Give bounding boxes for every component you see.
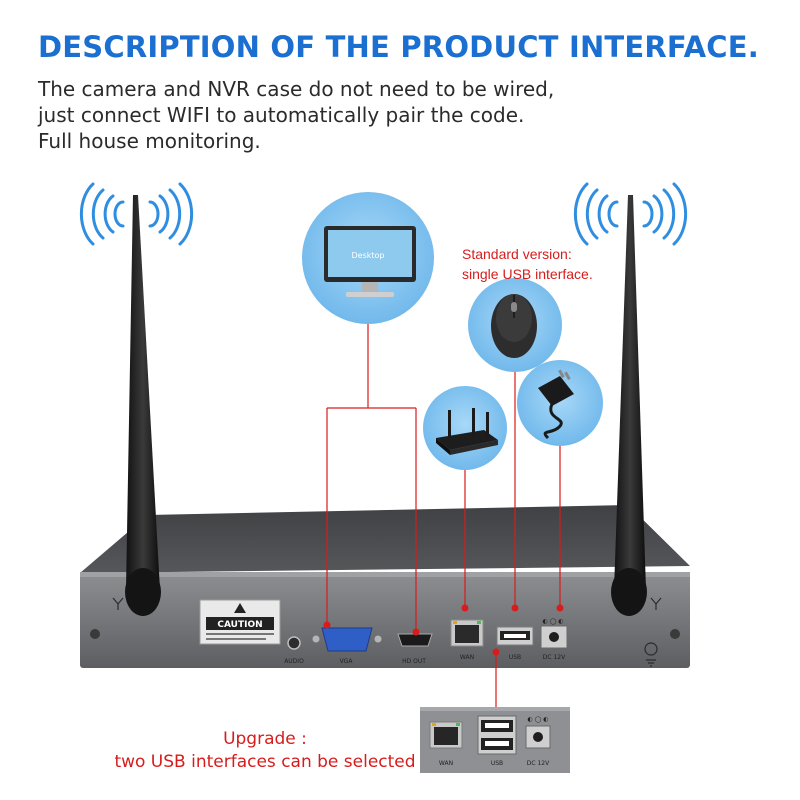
wan-port: WAN [450,619,484,661]
connection-dots [323,604,564,726]
nvr-top [80,505,690,573]
page-title: DESCRIPTION OF THE PRODUCT INTERFACE. [38,30,759,64]
inset-wan-label: WAN [439,760,453,767]
upgrade-note: Upgrade : two USB interfaces can be sele… [100,728,430,774]
description-line: just connect WIFI to automatically pair … [38,103,525,127]
hdout-port-label: HD OUT [402,658,426,665]
vga-port: VGA [312,627,382,665]
inset-dc-label: DC 12V [527,760,550,767]
wan-port-label: WAN [460,654,474,661]
caution-sticker: CAUTION [199,599,281,645]
nvr-front-panel: CAUTION AUDIO VGA HD OUT WAN [80,572,690,668]
inset-usb-label: USB [491,760,503,767]
power-adapter-bubble [517,360,603,446]
description-line: The camera and NVR case do not need to b… [38,77,555,101]
monitor-icon: Desktop [324,226,416,297]
mouse-icon [491,294,537,358]
upgrade-note-line: Upgrade : [223,729,307,749]
screw-icon [90,629,100,639]
connection-lines [326,324,561,722]
svg-text:◐ ◯ ◐: ◐ ◯ ◐ [543,618,564,625]
wifi-signal-left-icon [79,182,194,246]
upgrade-note-line: two USB interfaces can be selected [114,752,416,772]
mouse-bubble [468,278,562,372]
router-bubble [423,386,507,470]
dc-power-port: ◐ ◯ ◐ DC 12V [540,618,568,661]
ground-icon [644,642,658,667]
description-line: Full house monitoring. [38,129,261,153]
audio-port-label: AUDIO [284,658,304,665]
svg-text:◐ ◯ ◐: ◐ ◯ ◐ [528,716,549,723]
vga-port-label: VGA [340,658,354,665]
standard-note-line: Standard version: [462,246,572,262]
right-antenna [611,195,647,616]
usb-port: USB [496,626,534,661]
upgrade-port-inset: WAN USB ◐ ◯ ◐ DC 12V [420,707,570,773]
standard-version-note: Standard version: single USB interface. [462,244,593,284]
caution-label: CAUTION [217,620,262,630]
dc-port-label: DC 12V [543,654,566,661]
usb-port-label: USB [509,654,521,661]
standard-note-line: single USB interface. [462,266,593,282]
hdout-port: HD OUT [397,633,433,665]
antenna-symbol-icon [112,597,662,610]
description: The camera and NVR case do not need to b… [38,76,554,154]
wifi-signal-right-icon [573,182,688,246]
router-icon [436,408,498,455]
monitor-bubble: Desktop [302,192,434,324]
power-adapter-icon [538,369,574,440]
left-antenna [125,195,161,616]
audio-port: AUDIO [284,636,304,665]
monitor-screen-text: Desktop [352,251,385,260]
screw-icon [670,629,680,639]
